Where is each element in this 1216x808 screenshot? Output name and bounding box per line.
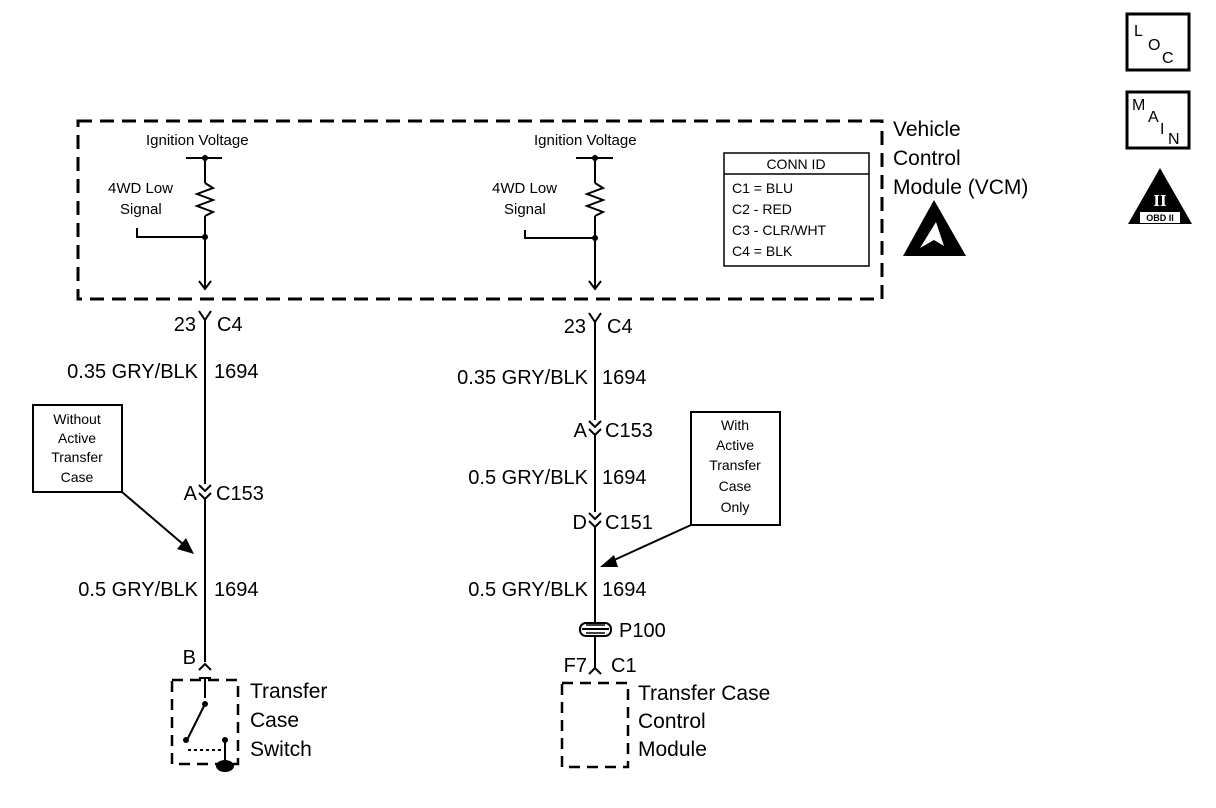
note-line: With bbox=[721, 417, 749, 433]
svg-text:I: I bbox=[1160, 121, 1164, 138]
signal-label-line2: Signal bbox=[504, 201, 546, 218]
component-label: Transfer Case bbox=[638, 682, 770, 705]
transfer-case-control-module bbox=[560, 681, 630, 769]
note-box-without-atc bbox=[32, 404, 123, 493]
vcm-left-circuit: Ignition Voltage 4WD Low Signal bbox=[108, 132, 249, 291]
note-arrow-head bbox=[177, 538, 194, 554]
component-label: Module bbox=[638, 738, 707, 761]
conn-id-row: C3 - CLR/WHT bbox=[732, 222, 827, 238]
wire-circuit-number: 1694 bbox=[602, 579, 647, 601]
pin-letter: A bbox=[184, 483, 198, 505]
note-line: Transfer bbox=[709, 457, 761, 473]
note-line: Transfer bbox=[51, 449, 103, 465]
pin-letter: A bbox=[574, 420, 588, 442]
wire-gauge-color: 0.5 GRY/BLK bbox=[468, 467, 588, 489]
transfer-case-switch bbox=[170, 678, 240, 772]
vcm-boundary bbox=[76, 119, 884, 301]
wire-circuit-number: 1694 bbox=[602, 367, 647, 389]
pullup-resistor bbox=[194, 182, 216, 217]
svg-text:A: A bbox=[1148, 109, 1159, 126]
obd-ii-icon[interactable]: II OBD II bbox=[1128, 168, 1192, 224]
signal-label-line2: Signal bbox=[120, 201, 162, 218]
component-label: Transfer bbox=[250, 680, 327, 703]
esd-warning-icon bbox=[903, 200, 966, 256]
splice-pack-symbol bbox=[579, 622, 612, 637]
conn-id-row: C2 - RED bbox=[732, 201, 792, 217]
vcm-title-line1: Vehicle bbox=[893, 118, 961, 141]
ground-symbol bbox=[216, 760, 234, 772]
svg-text:II: II bbox=[1153, 191, 1167, 210]
component-label: Control bbox=[638, 710, 706, 733]
svg-text:O: O bbox=[1148, 37, 1160, 54]
pin-number: 23 bbox=[174, 314, 196, 336]
pin-number: 23 bbox=[564, 316, 586, 338]
connector-id: C1 bbox=[611, 655, 637, 677]
connector-symbol bbox=[588, 312, 602, 324]
connector-id: C153 bbox=[216, 483, 264, 505]
conn-id-row: C4 = BLK bbox=[732, 243, 793, 259]
note-line: Only bbox=[721, 499, 750, 515]
wire-gauge-color: 0.5 GRY/BLK bbox=[468, 579, 588, 601]
right-branch: 23 C4 0.35 GRY/BLK 1694 A C153 0.5 GRY/B… bbox=[457, 312, 781, 769]
ignition-voltage-label: Ignition Voltage bbox=[146, 132, 249, 149]
main-icon[interactable]: M A I N bbox=[1125, 90, 1191, 150]
component-label: Switch bbox=[250, 738, 312, 761]
signal-label-line1: 4WD Low bbox=[108, 180, 173, 197]
pin-letter: B bbox=[183, 647, 196, 669]
vcm-title-line3: Module (VCM) bbox=[893, 176, 1028, 199]
pullup-resistor bbox=[584, 182, 606, 217]
wire-circuit-number: 1694 bbox=[602, 467, 647, 489]
svg-text:L: L bbox=[1134, 23, 1143, 40]
connector-id: C151 bbox=[605, 512, 653, 534]
vcm-title-line2: Control bbox=[893, 147, 961, 170]
connector-symbol bbox=[198, 310, 212, 322]
note-line: Case bbox=[719, 478, 752, 494]
note-line: Active bbox=[716, 437, 754, 453]
note-line: Case bbox=[61, 469, 94, 485]
loc-icon[interactable]: L O C bbox=[1125, 12, 1191, 72]
wire-gauge-color: 0.35 GRY/BLK bbox=[457, 367, 588, 389]
conn-id-header: CONN ID bbox=[766, 156, 825, 172]
svg-text:M: M bbox=[1132, 97, 1145, 114]
note-arrow-head bbox=[600, 555, 618, 567]
note-box-with-atc bbox=[690, 411, 781, 526]
svg-text:OBD II: OBD II bbox=[1146, 213, 1174, 223]
connector-id: C4 bbox=[217, 314, 243, 336]
splice-id: P100 bbox=[619, 620, 666, 642]
note-line: Without bbox=[53, 411, 101, 427]
left-branch: 23 C4 0.35 GRY/BLK 1694 A C153 0.5 GRY/B… bbox=[32, 310, 327, 772]
note-line: Active bbox=[58, 430, 96, 446]
connector-id: C153 bbox=[605, 420, 653, 442]
wire-gauge-color: 0.5 GRY/BLK bbox=[78, 579, 198, 601]
pin-letter: D bbox=[573, 512, 587, 534]
connector-id: C4 bbox=[607, 316, 633, 338]
ignition-voltage-label: Ignition Voltage bbox=[534, 132, 637, 149]
wire-circuit-number: 1694 bbox=[214, 579, 259, 601]
svg-text:C: C bbox=[1162, 50, 1174, 67]
pin-letter: F7 bbox=[564, 655, 587, 677]
conn-id-row: C1 = BLU bbox=[732, 180, 793, 196]
conn-id-table: CONN ID C1 = BLU C2 - RED C3 - CLR/WHT C… bbox=[723, 152, 870, 267]
svg-text:N: N bbox=[1168, 131, 1180, 148]
wire-gauge-color: 0.35 GRY/BLK bbox=[67, 361, 198, 383]
vcm-right-circuit: Ignition Voltage 4WD Low Signal bbox=[492, 132, 637, 291]
component-label: Case bbox=[250, 709, 299, 732]
signal-label-line1: 4WD Low bbox=[492, 180, 557, 197]
wire-circuit-number: 1694 bbox=[214, 361, 259, 383]
